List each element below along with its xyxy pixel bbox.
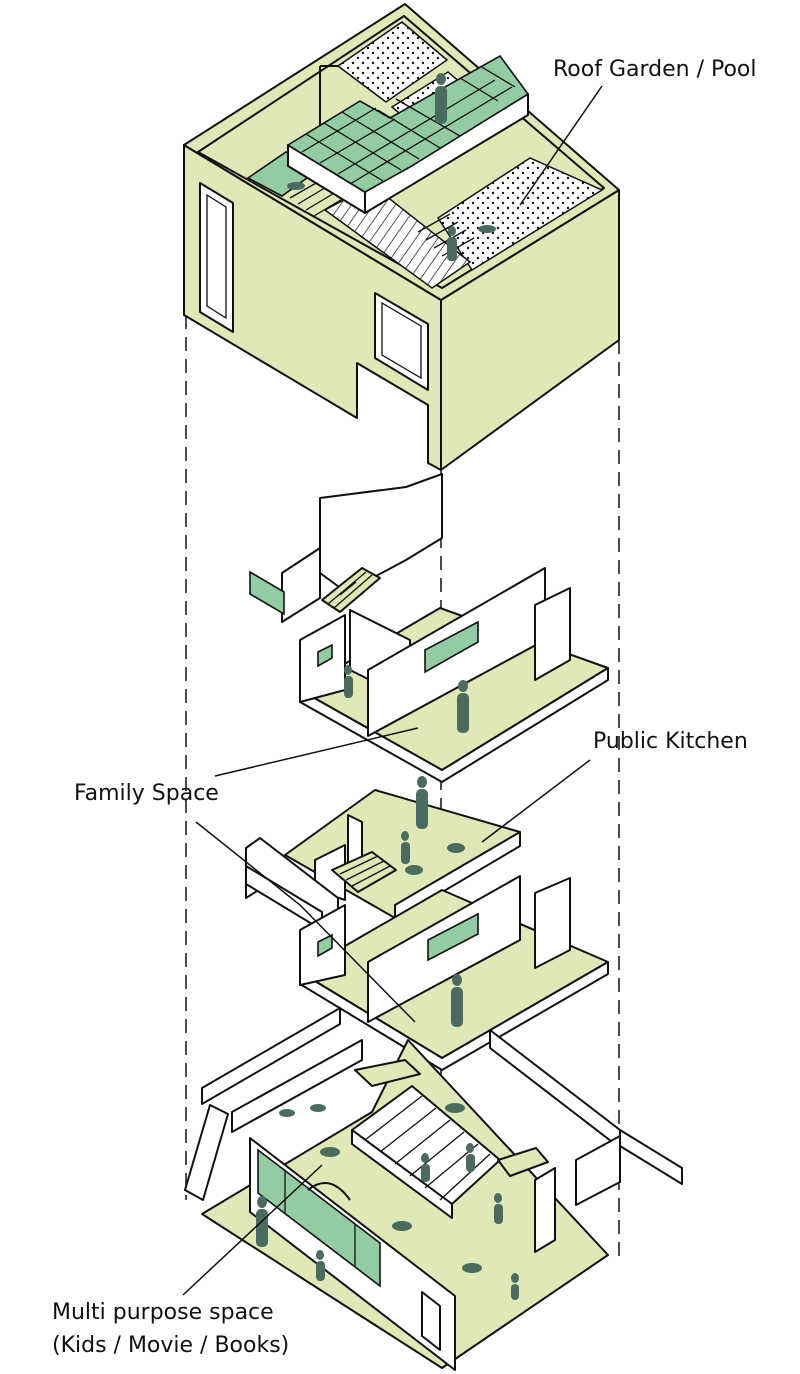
upper-balcony-glass: [249, 570, 285, 616]
person-figures-middle: [401, 776, 465, 1027]
upper-wall-right: [534, 587, 571, 681]
upper-family-floor: [249, 473, 609, 783]
upper-wall-window: [424, 620, 479, 674]
label-roof-garden: Roof Garden / Pool: [553, 57, 757, 82]
ground-back-wall-ledge: [231, 1039, 363, 1133]
family-small-window: [317, 933, 333, 958]
roof-window-left: [199, 182, 234, 333]
family-wall-right: [534, 877, 571, 969]
family-leader-line-upper: [214, 727, 419, 777]
roof-level-volume: [183, 3, 620, 471]
pool-water: [286, 54, 530, 193]
label-multi-purpose: Multi purpose space: [52, 1300, 274, 1325]
dog-figures-roof: [287, 182, 496, 233]
leader-lines: [182, 85, 603, 1296]
ground-tribune-stair: [351, 1059, 549, 1219]
ground-right-post-b: [575, 1135, 621, 1206]
upper-staircase: [321, 567, 381, 613]
ground-right-post-a: [534, 1167, 556, 1253]
roof-garden-dotted-back: [336, 21, 449, 103]
person-figures-roof: [435, 73, 457, 261]
diagram-labels: Roof Garden / Pool Public Kitchen Family…: [52, 57, 757, 1358]
label-multi-purpose-sub: (Kids / Movie / Books): [52, 1333, 289, 1358]
label-family-space: Family Space: [74, 781, 219, 806]
dog-figures-ground: [279, 1104, 326, 1117]
ground-back-wall-left: [201, 1007, 341, 1105]
kitchen-leader-line: [481, 759, 591, 843]
ground-left-ramp-wall: [184, 1104, 229, 1201]
upper-side-wall: [281, 547, 321, 623]
upper-small-window: [317, 643, 333, 668]
ground-floor-slab: [201, 1039, 609, 1369]
roof-window-front: [374, 292, 429, 391]
middle-staircase: [331, 851, 397, 893]
family-leader-line-lower: [195, 821, 416, 1023]
ground-back-wall-right: [489, 1029, 621, 1149]
ground-right-wall: [619, 1129, 683, 1185]
person-figures-ground: [256, 1103, 519, 1300]
middle-kitchen-floor: [245, 776, 609, 1071]
pool-tile-grid: [301, 65, 516, 185]
family-wall-window: [427, 912, 479, 962]
label-public-kitchen: Public Kitchen: [593, 729, 748, 754]
ground-multipurpose-floor: [184, 1007, 683, 1371]
ground-glass-facade: [257, 1148, 381, 1288]
ground-door: [421, 1291, 441, 1351]
person-figures-upper: [344, 665, 469, 733]
upper-back-wall: [319, 473, 443, 593]
roof-leader-line: [519, 85, 603, 206]
roof-garden-dotted-front: [436, 157, 604, 272]
multi-leader-line: [182, 1164, 323, 1296]
